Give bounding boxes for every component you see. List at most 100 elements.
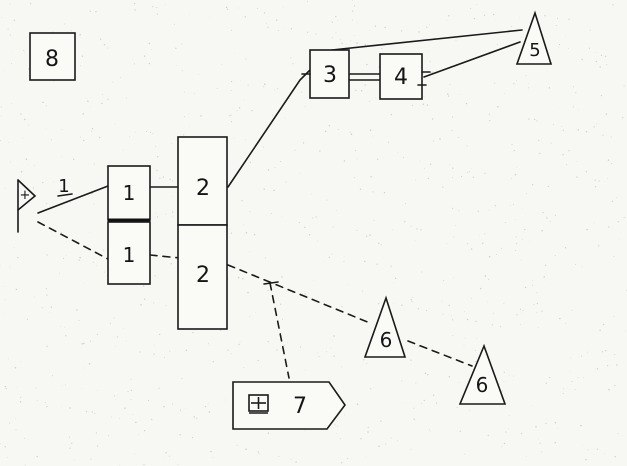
grain-dot xyxy=(193,416,196,418)
grain-dot xyxy=(402,156,405,158)
grain-dot xyxy=(431,71,433,74)
grain-dot xyxy=(421,271,423,273)
grain-dot xyxy=(416,228,418,230)
grain-dot xyxy=(267,289,269,292)
grain-dot xyxy=(596,368,599,370)
grain-dot xyxy=(45,287,47,290)
grain-dot xyxy=(46,294,48,296)
grain-dot xyxy=(130,398,132,400)
grain-dot xyxy=(524,286,527,289)
grain-dot xyxy=(497,106,499,108)
grain-dot xyxy=(570,383,572,385)
grain-dot xyxy=(368,101,370,103)
grain-dot xyxy=(282,26,284,28)
grain-dot xyxy=(533,304,535,306)
grain-dot xyxy=(96,445,99,447)
grain-dot xyxy=(155,145,157,147)
grain-dot xyxy=(556,17,559,19)
grain-dot xyxy=(72,158,75,161)
grain-dot xyxy=(152,6,154,8)
grain-dot xyxy=(14,366,17,369)
grain-dot xyxy=(536,302,538,305)
grain-dot xyxy=(571,381,573,383)
grain-dot xyxy=(140,304,142,306)
grain-dot xyxy=(390,437,392,439)
grain-dot xyxy=(365,456,367,458)
grain-dot xyxy=(238,107,241,109)
grain-dot xyxy=(528,118,530,120)
grain-dot xyxy=(572,86,575,88)
grain-dot xyxy=(614,456,616,458)
grain-dot xyxy=(59,272,60,274)
grain-dot xyxy=(82,113,84,115)
grain-dot xyxy=(275,19,278,21)
grain-dot xyxy=(143,429,146,432)
grain-dot xyxy=(170,263,172,265)
grain-dot xyxy=(479,287,482,290)
grain-dot xyxy=(315,216,317,218)
grain-dot xyxy=(245,58,247,60)
grain-dot xyxy=(91,127,94,130)
grain-dot xyxy=(153,344,155,346)
grain-dot xyxy=(130,378,132,380)
grain-dot xyxy=(91,411,93,413)
grain-dot xyxy=(5,387,7,390)
box-8-label: 8 xyxy=(45,47,59,72)
grain-dot xyxy=(0,115,2,117)
grain-dot xyxy=(216,87,218,89)
grain-dot xyxy=(509,205,511,206)
grain-dot xyxy=(411,448,413,450)
connector-flag-to-box-1-top xyxy=(37,185,109,214)
grain-dot xyxy=(513,149,515,152)
grain-dot xyxy=(449,83,451,85)
grain-dot xyxy=(616,364,618,366)
grain-dot xyxy=(525,192,527,194)
grain-dot xyxy=(82,139,85,142)
grain-dot xyxy=(383,191,386,194)
grain-dot xyxy=(596,123,598,125)
grain-dot xyxy=(378,303,380,305)
grain-dot xyxy=(343,256,345,258)
grain-dot xyxy=(554,421,557,424)
grain-dot xyxy=(163,457,165,459)
grain-dot xyxy=(465,102,468,105)
grain-dot xyxy=(411,296,413,298)
grain-dot xyxy=(249,251,251,253)
grain-dot xyxy=(90,458,92,460)
grain-dot xyxy=(587,351,588,353)
grain-dot xyxy=(317,240,318,242)
grain-dot xyxy=(114,123,116,124)
grain-dot xyxy=(247,84,249,86)
grain-dot xyxy=(285,181,287,183)
grain-dot xyxy=(501,446,503,448)
connector-pentagon-7-to-line xyxy=(269,282,290,379)
grain-dot xyxy=(247,291,249,294)
grain-dot xyxy=(88,363,91,365)
grain-dot xyxy=(69,447,71,449)
grain-dot xyxy=(484,233,486,235)
grain-dot xyxy=(230,90,232,91)
grain-dot xyxy=(600,54,603,57)
grain-dot xyxy=(96,265,97,267)
grain-dot xyxy=(341,462,343,464)
grain-dot xyxy=(263,83,266,85)
grain-dot xyxy=(339,438,341,440)
grain-dot xyxy=(580,355,583,357)
grain-dot xyxy=(429,61,431,63)
grain-dot xyxy=(94,412,96,414)
grain-dot xyxy=(281,318,284,320)
grain-dot xyxy=(156,7,158,9)
grain-dot xyxy=(13,247,15,249)
grain-dot xyxy=(1,17,3,18)
grain-dot xyxy=(251,109,253,112)
grain-dot xyxy=(337,425,338,427)
grain-dot xyxy=(344,414,346,416)
grain-dot xyxy=(64,23,66,25)
grain-dot xyxy=(61,385,63,387)
grain-dot xyxy=(544,15,546,17)
grain-dot xyxy=(134,9,136,11)
grain-dot xyxy=(16,386,18,388)
grain-dot xyxy=(623,217,625,219)
grain-dot xyxy=(483,14,486,16)
grain-dot xyxy=(182,134,185,136)
